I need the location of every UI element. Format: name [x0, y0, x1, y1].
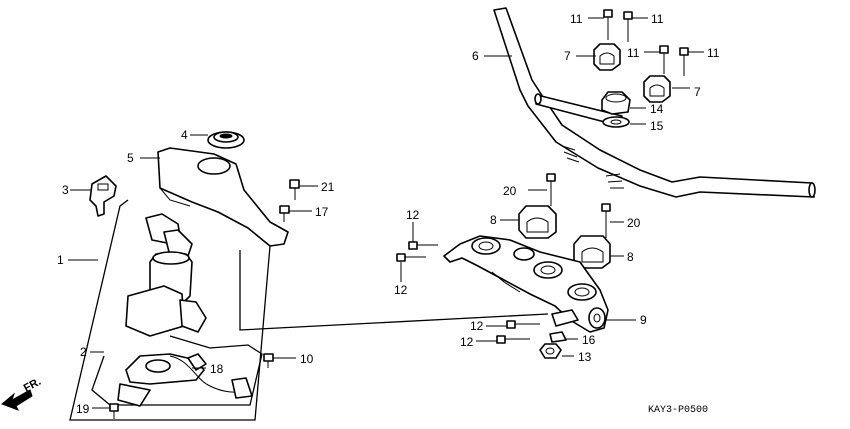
callout-3: 3: [62, 183, 69, 197]
bolt-11-b: [623, 11, 633, 42]
callout-8-right: 8: [627, 250, 634, 264]
washer-15: [602, 116, 630, 128]
bolt-12-a: [408, 241, 438, 250]
ignition-switch: [125, 213, 207, 337]
callout-21: 21: [321, 180, 335, 194]
callout-2: 2: [80, 345, 87, 359]
front-arrow-icon: [1, 389, 33, 411]
switch-cover: [157, 147, 289, 247]
callout-1: 1: [57, 253, 64, 267]
clip-16: [549, 331, 567, 343]
clip-18: [187, 353, 207, 371]
callout-7-upper: 7: [564, 49, 571, 63]
callout-7-lower: 7: [694, 85, 701, 99]
callout-20-a: 20: [503, 184, 517, 198]
callout-4: 4: [181, 128, 188, 142]
callout-11-b: 11: [651, 12, 664, 26]
callout-12-c: 12: [470, 319, 484, 333]
leader-lines: [68, 17, 704, 409]
handlebar: [493, 7, 816, 198]
callout-8-left: 8: [490, 213, 497, 227]
callout-17: 17: [315, 205, 329, 219]
bolt-12-b: [396, 253, 426, 262]
screw-17: [279, 205, 290, 222]
bolt-11-a: [603, 9, 613, 40]
callout-12-a: 12: [406, 208, 420, 222]
bolt-20-a: [546, 173, 556, 206]
knurl-left: [561, 145, 580, 163]
bolt-20-b: [601, 203, 611, 238]
callout-10: 10: [300, 352, 314, 366]
grommet: [207, 131, 245, 149]
callout-13: 13: [578, 350, 592, 364]
screw-10: [263, 353, 274, 368]
bolt-21: [289, 179, 300, 200]
key: [89, 175, 117, 217]
bolt-12-d: [496, 335, 530, 344]
assembly-link-line: [239, 250, 549, 331]
diagram-code: KAY3-P0500: [648, 405, 708, 416]
callout-6: 6: [472, 49, 479, 63]
callout-12-b: 12: [394, 283, 408, 297]
knurl-right: [605, 173, 624, 189]
upper-holder-left: [593, 43, 621, 71]
callout-16: 16: [582, 333, 596, 347]
callout-19: 19: [76, 402, 90, 416]
callout-14: 14: [650, 102, 664, 116]
switch-bracket: [117, 353, 253, 407]
screw-19: [109, 403, 119, 419]
bolt-12-c: [506, 320, 540, 329]
callout-labels: 1 2 3 4 5 6 7 7 8 8 9 10 11 11 11 11 12 …: [57, 12, 720, 416]
callout-5: 5: [127, 151, 134, 165]
callout-11-c: 11: [627, 46, 640, 60]
callout-20-b: 20: [627, 216, 641, 230]
harness-frame: [91, 335, 263, 406]
lower-holder-left: [518, 205, 557, 239]
nut-14: [601, 91, 631, 115]
callout-12-d: 12: [460, 335, 474, 349]
callout-18: 18: [210, 362, 224, 376]
bolt-11-c: [659, 45, 669, 74]
callout-11-a: 11: [570, 12, 583, 26]
bolt-11-d: [679, 47, 689, 76]
front-direction-label: FR.: [22, 376, 43, 395]
upper-holder-right: [643, 75, 671, 103]
callout-15: 15: [650, 119, 664, 133]
nut-13: [539, 343, 562, 359]
callout-11-d: 11: [707, 46, 720, 60]
callout-9: 9: [640, 313, 647, 327]
top-bridge: [443, 235, 609, 333]
